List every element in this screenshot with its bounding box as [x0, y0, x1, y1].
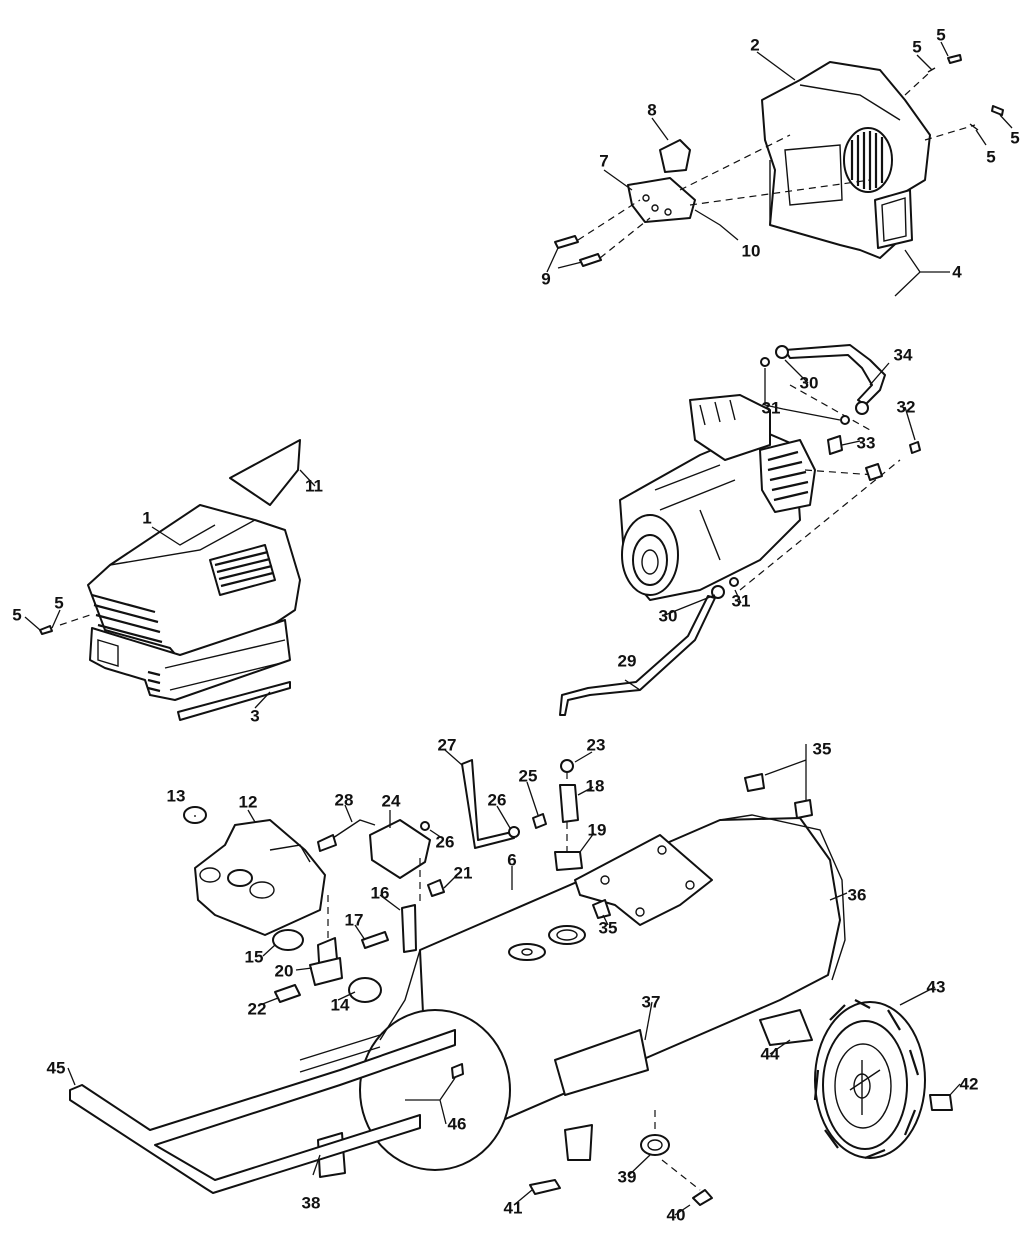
- callout-43: 43: [926, 977, 946, 997]
- callout-45: 45: [46, 1058, 66, 1078]
- callout-5: 5: [912, 37, 922, 57]
- callout-11: 11: [305, 476, 323, 496]
- callout-37: 37: [641, 992, 661, 1012]
- callout-17: 17: [344, 910, 364, 930]
- fitting-25: [532, 813, 547, 829]
- decal-11: [229, 439, 301, 506]
- tube-29: [559, 595, 716, 716]
- mount-plate: [574, 834, 713, 926]
- callout-8: 8: [647, 100, 657, 120]
- clip-8: [659, 139, 691, 173]
- callout-40: 40: [666, 1205, 686, 1225]
- callout-19: 19: [587, 820, 607, 840]
- decal-3: [177, 681, 291, 721]
- callout-42: 42: [959, 1074, 979, 1094]
- callout-41: 41: [503, 1198, 523, 1218]
- callout-5: 5: [12, 605, 22, 625]
- nut-26a: [420, 821, 430, 831]
- callout-39: 39: [617, 1167, 637, 1187]
- bolt-42: [929, 1094, 953, 1111]
- callout-14: 14: [330, 995, 350, 1015]
- callout-28: 28: [334, 790, 354, 810]
- callout-22: 22: [247, 999, 267, 1019]
- callout-4: 4: [952, 262, 962, 282]
- callout-26: 26: [435, 832, 455, 852]
- callout-30: 30: [799, 373, 819, 393]
- callout-24: 24: [381, 791, 401, 811]
- fittings-30-31-top: [760, 345, 921, 481]
- callout-44: 44: [760, 1044, 780, 1064]
- nut-26b: [508, 826, 520, 838]
- callout-21: 21: [453, 863, 473, 883]
- callout-3: 3: [250, 706, 260, 726]
- decal-37: [554, 1029, 649, 1096]
- callout-25: 25: [518, 766, 538, 786]
- callout-30: 30: [658, 606, 678, 626]
- tube-16: [401, 904, 417, 953]
- callout-20: 20: [274, 961, 294, 981]
- fitting-22: [274, 984, 301, 1003]
- cord-28: [317, 819, 376, 852]
- valve-24: [369, 819, 431, 879]
- front-shroud: [87, 504, 301, 701]
- callout-1: 1: [142, 508, 152, 528]
- callout-36: 36: [847, 885, 867, 905]
- callout-18: 18: [585, 776, 605, 796]
- callout-31: 31: [761, 398, 781, 418]
- callout-35: 35: [598, 918, 618, 938]
- callout-10: 10: [741, 241, 761, 261]
- callout-9: 9: [541, 269, 551, 289]
- screws-9: [554, 235, 602, 267]
- nipple-17: [361, 931, 389, 949]
- handle: [69, 1029, 456, 1194]
- screw-46: [451, 1063, 464, 1079]
- callout-7: 7: [599, 151, 609, 171]
- callout-5: 5: [54, 593, 64, 613]
- callout-5: 5: [986, 147, 996, 167]
- callout-13: 13: [166, 786, 186, 806]
- callout-12: 12: [238, 792, 258, 812]
- fittings-30-31-bottom: [711, 577, 739, 599]
- screws-5-left: [39, 625, 53, 635]
- callout-38: 38: [301, 1193, 321, 1213]
- nut-23: [560, 759, 574, 773]
- pump-motor-assembly: [619, 384, 901, 601]
- callout-5: 5: [1010, 128, 1020, 148]
- callout-23: 23: [586, 735, 606, 755]
- bracket-7: [627, 177, 696, 223]
- callout-2: 2: [750, 35, 760, 55]
- fitting-19: [554, 851, 583, 871]
- screws-5-top: [927, 54, 1004, 131]
- wheel: [813, 999, 926, 1160]
- drain-39-40-41: [529, 1110, 713, 1206]
- callout-16: 16: [370, 883, 390, 903]
- callout-32: 32: [896, 397, 916, 417]
- regulator-20: [309, 937, 343, 986]
- callout-31: 31: [731, 591, 751, 611]
- valve-21: [427, 879, 445, 897]
- rear-shroud: [761, 61, 931, 259]
- callout-27: 27: [437, 735, 457, 755]
- callout-35: 35: [812, 739, 832, 759]
- pressure-switch-12: [194, 819, 326, 936]
- callout-5: 5: [936, 25, 946, 45]
- callout-46: 46: [447, 1114, 467, 1134]
- leader-lines: [24, 41, 1013, 1216]
- callout-29: 29: [617, 651, 637, 671]
- callout-33: 33: [856, 433, 876, 453]
- feet-35: [592, 773, 813, 919]
- valve-18: [559, 784, 579, 823]
- gauge-14: [348, 977, 382, 1003]
- callout-6: 6: [507, 850, 517, 870]
- callout-26: 26: [487, 790, 507, 810]
- callout-34: 34: [893, 345, 913, 365]
- gauge-15: [272, 929, 304, 951]
- callout-15: 15: [244, 947, 264, 967]
